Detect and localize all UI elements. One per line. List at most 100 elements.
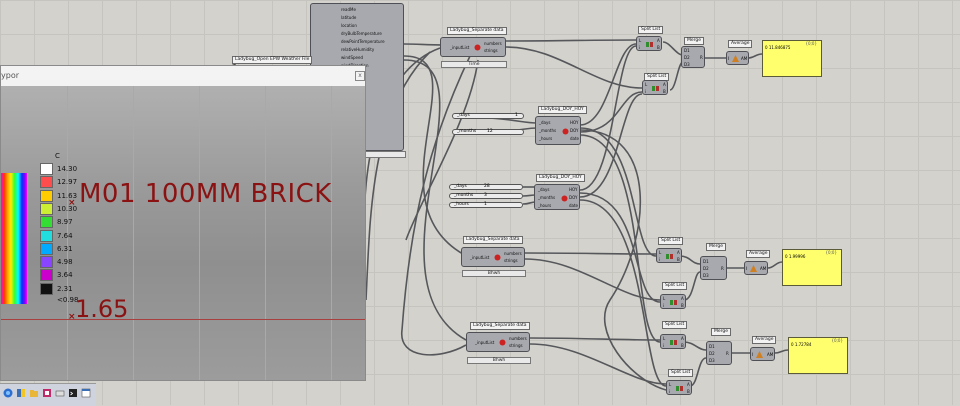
slider-days-1[interactable]: _days 1: [452, 113, 524, 119]
merge-node-1[interactable]: D1 D2 D3 R: [681, 46, 705, 68]
separate-data-tag-1[interactable]: Time: [441, 61, 507, 68]
slider-label: _months: [454, 193, 474, 198]
average-in: I: [746, 266, 748, 271]
average-node-1[interactable]: I AM: [726, 51, 749, 65]
point-marker: ×: [68, 312, 76, 322]
output-port-strings: strings: [504, 258, 518, 263]
separate-data-title-1: Ladybug_Separate data: [447, 27, 507, 35]
split-list-icon: [646, 42, 653, 47]
grid-line: [331, 86, 332, 380]
panel-value: 0 1.72784: [791, 342, 812, 347]
output-port-strings: strings: [484, 48, 498, 53]
window-icon[interactable]: [81, 388, 91, 398]
merge-out-r: R: [726, 351, 729, 356]
panel-value: 0 11.846875: [765, 45, 791, 50]
slider-value: 1: [484, 202, 487, 207]
viewport-title: ypor: [1, 71, 19, 80]
viewport-titlebar[interactable]: ypor x: [1, 66, 365, 86]
slider-months-1[interactable]: _months 12: [452, 129, 524, 135]
legend-value: <0.98: [57, 296, 79, 304]
doy-in-months: _months: [538, 195, 556, 200]
folder-icon[interactable]: [29, 388, 39, 398]
panel-path: {0;0}: [825, 250, 837, 255]
separate-data-tag-3[interactable]: Bhwh: [467, 357, 531, 364]
split-port-l: L: [659, 250, 662, 255]
doy-hoy-node-1[interactable]: _days _months _hours HOY DOY date: [535, 116, 581, 145]
doy-out-hoy: HOY: [570, 120, 579, 125]
doy-hoy-node-2[interactable]: _days _months _hours HOY DOY date: [534, 184, 580, 210]
wire: [405, 59, 479, 241]
merge-node-3[interactable]: D1 D2 D3 R: [706, 341, 732, 365]
slider-days-2[interactable]: _days 28: [449, 184, 523, 190]
split-list-title: Split List: [662, 282, 688, 290]
input-port-label: _inputList: [470, 255, 490, 260]
merge-in-d3: D3: [703, 273, 709, 278]
average-node-2[interactable]: I AM: [744, 261, 768, 275]
merge-node-2[interactable]: D1 D2 D3 R: [700, 256, 727, 280]
separate-data-tag-2[interactable]: Bhwh: [462, 270, 526, 277]
split-port-a: A: [681, 296, 684, 301]
average-icon: [750, 265, 757, 272]
material-label: M01 100MM BRICK: [79, 179, 332, 209]
split-port-l: L: [663, 336, 666, 341]
slider-value: 12: [487, 129, 493, 134]
output-port-strings: strings: [509, 343, 523, 348]
wire: [529, 343, 667, 385]
slider-hours-2[interactable]: _hours 1: [449, 202, 523, 208]
slider-value: 28: [484, 184, 490, 189]
doy-in-days: _days: [539, 120, 551, 125]
separate-data-node-2[interactable]: _inputList numbers strings: [461, 247, 525, 267]
legend-swatch: [40, 269, 53, 282]
taskbar: [0, 383, 96, 406]
split-list-title: Split List: [638, 26, 664, 34]
doy-hoy-title-1: Ladybug_DOY_HOY: [538, 106, 587, 114]
slider-label: _days: [457, 113, 470, 118]
average-out: AM: [760, 266, 767, 271]
output-port-numbers: numbers: [504, 251, 522, 256]
grid-line: [265, 86, 266, 380]
merge-out-r: R: [721, 266, 724, 271]
result-panel-2[interactable]: {0;0} 0 1.99996: [782, 249, 842, 286]
epw-output-port: relativeHumidity: [341, 47, 375, 52]
separate-data-node-3[interactable]: _inputList numbers strings: [466, 332, 530, 352]
close-icon[interactable]: x: [355, 71, 365, 81]
separate-data-title-3: Ladybug_Separate data: [470, 322, 530, 330]
start-icon[interactable]: [3, 388, 13, 398]
merge-in-d1: D1: [703, 259, 709, 264]
split-port-b: B: [657, 45, 660, 50]
epw-output-port: latitude: [341, 15, 357, 20]
grid-line: [67, 86, 68, 380]
wire: [579, 192, 661, 303]
result-panel-1[interactable]: {0;0} 0 11.846875: [762, 40, 822, 77]
keyboard-icon[interactable]: [55, 388, 65, 398]
wire: [579, 134, 661, 343]
section-line: [1, 319, 365, 320]
slider-months-2[interactable]: _months 3: [449, 193, 523, 199]
input-port-label: _inputList: [450, 45, 470, 50]
wire: [662, 41, 684, 56]
legend-swatch: [40, 242, 53, 255]
wire: [683, 271, 701, 301]
legend-value: 7.64: [57, 231, 73, 240]
app-icon[interactable]: [42, 388, 52, 398]
average-node-3[interactable]: I AM: [750, 347, 775, 361]
wire: [401, 55, 471, 356]
separate-data-node-1[interactable]: _inputList numbers strings: [440, 37, 506, 57]
split-port-i: i: [663, 343, 665, 348]
result-panel-3[interactable]: {0;0} 0 1.72784: [788, 337, 848, 374]
split-port-a: A: [681, 336, 684, 341]
python-icon[interactable]: [16, 388, 26, 398]
split-port-l: L: [639, 38, 642, 43]
merge-title-2: Merge: [706, 243, 727, 251]
legend-swatch: [40, 189, 53, 202]
terminal-icon[interactable]: [68, 388, 78, 398]
